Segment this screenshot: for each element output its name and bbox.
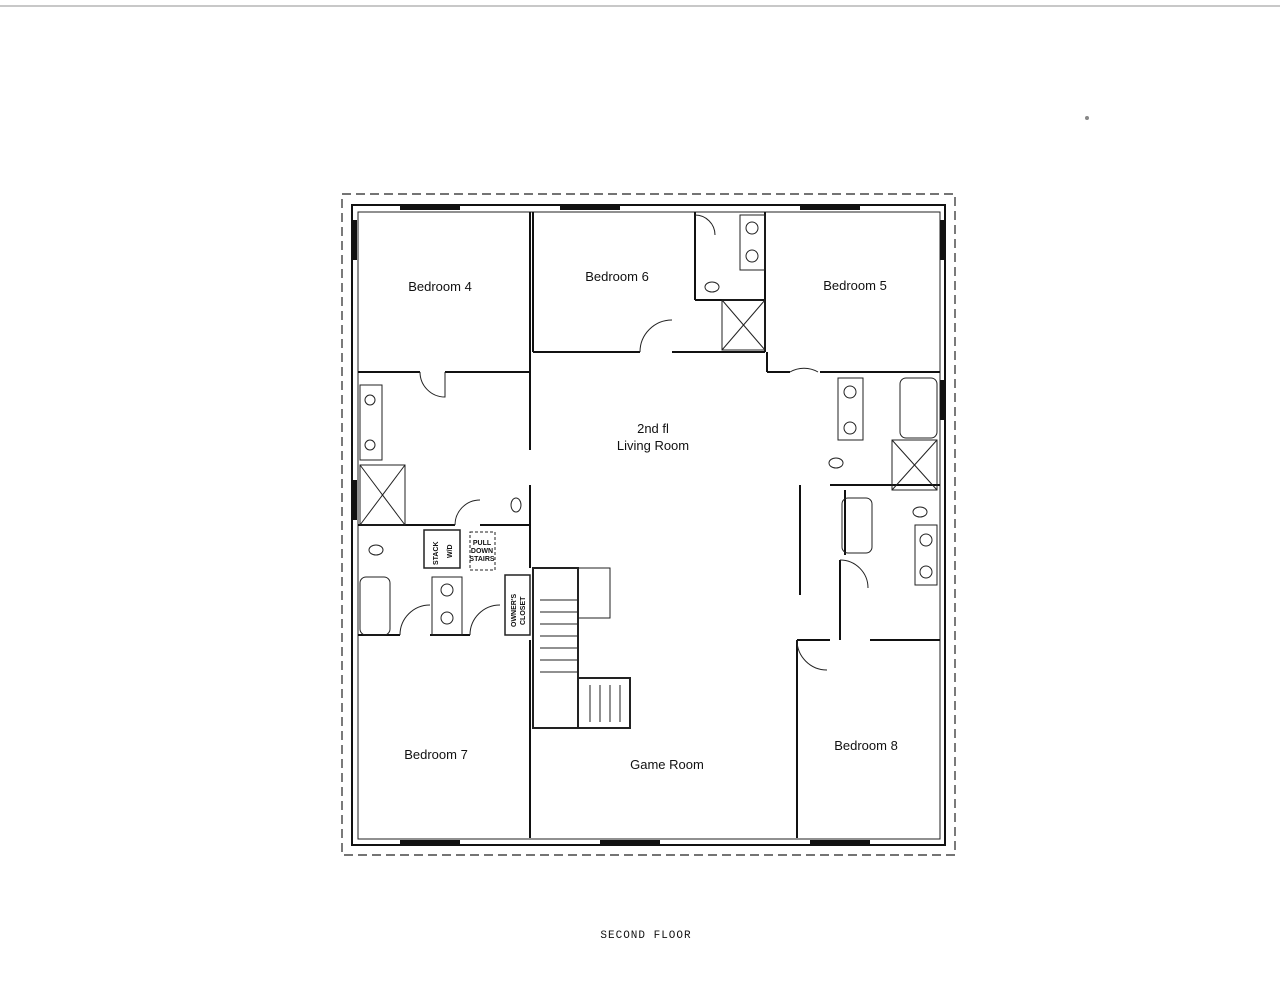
room-label-living-line1: 2nd fl	[637, 421, 669, 436]
label-owners: OWNER'S	[511, 594, 518, 627]
exterior-wall-outer	[351, 204, 946, 846]
room-label-bedroom-6: Bedroom 6	[585, 269, 649, 284]
label-wd: W/D	[447, 544, 454, 558]
bath-fixtures	[359, 214, 938, 636]
room-label-game-room: Game Room	[630, 757, 704, 772]
room-label-bedroom-7: Bedroom 7	[404, 747, 468, 762]
speck-mark	[1085, 116, 1089, 120]
top-border-line	[0, 5, 1280, 7]
windows	[353, 206, 944, 844]
room-label-living-line2: Living Room	[617, 438, 689, 453]
plan-caption: SECOND FLOOR	[600, 930, 691, 942]
door-swings	[399, 214, 869, 671]
room-label-bedroom-4: Bedroom 4	[408, 279, 472, 294]
label-down: DOWN	[471, 548, 493, 555]
label-pull: PULL	[473, 540, 492, 547]
label-stack: STACK	[433, 541, 440, 565]
staircase	[532, 567, 631, 729]
room-label-bedroom-8: Bedroom 8	[834, 738, 898, 753]
room-label-bedroom-5: Bedroom 5	[823, 278, 887, 293]
roof-outline	[341, 193, 956, 856]
label-stairs: STAIRS	[469, 556, 494, 563]
label-closet: CLOSET	[520, 596, 527, 625]
